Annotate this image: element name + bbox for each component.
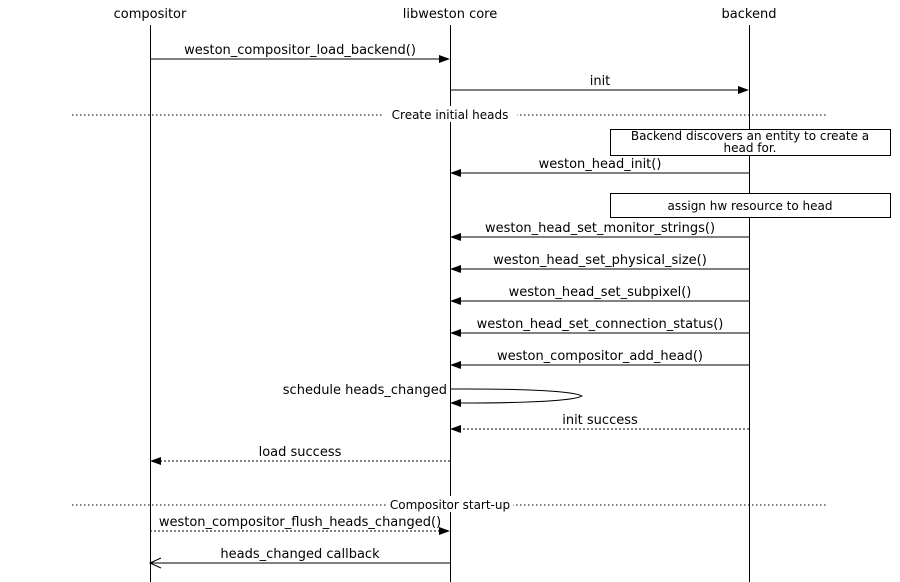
message-label: weston_head_init() bbox=[539, 157, 662, 172]
message-label: weston_head_set_subpixel() bbox=[509, 285, 692, 300]
message-label: schedule heads_changed bbox=[283, 383, 447, 398]
message-label: weston_head_set_connection_status() bbox=[477, 317, 724, 332]
arrowhead-left-icon bbox=[450, 399, 461, 407]
message-label: load success bbox=[259, 445, 342, 460]
self-message-loop bbox=[449, 388, 584, 404]
message-schedule-heads-changed: schedule heads_changed bbox=[283, 383, 584, 407]
message-init: init bbox=[450, 74, 749, 94]
divider-label: Compositor start-up bbox=[390, 498, 510, 512]
arrowhead-left-icon bbox=[450, 329, 461, 337]
divider-label-bg bbox=[383, 106, 517, 122]
arrowhead-left-icon bbox=[450, 265, 461, 273]
message-label: weston_compositor_flush_heads_changed() bbox=[159, 515, 441, 530]
actor-libweston-core: libweston core bbox=[403, 7, 497, 582]
note-box bbox=[610, 193, 891, 218]
message-label: init bbox=[590, 74, 611, 89]
divider-label: Create initial heads bbox=[392, 108, 509, 122]
message-weston-head-set-subpixel: weston_head_set_subpixel() bbox=[450, 285, 749, 305]
arrowhead-left-icon bbox=[450, 169, 461, 177]
divider-create-initial-heads: Create initial heads bbox=[72, 106, 827, 122]
open-arrowhead-left-icon bbox=[148, 557, 162, 569]
actor-backend: backend bbox=[722, 7, 777, 582]
arrowhead-right-icon bbox=[738, 86, 749, 94]
message-label: weston_compositor_load_backend() bbox=[184, 43, 416, 58]
arrowhead-right-icon bbox=[439, 55, 450, 63]
note-backend-discovers-entity: Backend discovers an entity to create a … bbox=[610, 129, 891, 156]
message-weston-head-init: weston_head_init() bbox=[450, 157, 749, 177]
divider-compositor-start-up: Compositor start-up bbox=[72, 496, 827, 512]
message-weston-head-set-monitor-strings: weston_head_set_monitor_strings() bbox=[450, 221, 749, 241]
note-assign-hw-resource: assign hw resource to head bbox=[610, 193, 891, 218]
arrowhead-left-icon bbox=[450, 425, 461, 433]
arrowhead-right-icon bbox=[439, 527, 450, 535]
actor-label-compositor: compositor bbox=[114, 7, 187, 22]
note-text-line: head for. bbox=[724, 141, 777, 155]
actor-label-backend: backend bbox=[722, 7, 777, 22]
message-heads-changed-callback: heads_changed callback bbox=[148, 547, 450, 569]
arrowhead-left-icon bbox=[150, 457, 161, 465]
arrowhead-left-icon bbox=[450, 361, 461, 369]
note-text-line: Backend discovers an entity to create a bbox=[631, 129, 869, 143]
message-label: init success bbox=[562, 413, 638, 428]
message-label: heads_changed callback bbox=[220, 547, 380, 562]
note-text-line: assign hw resource to head bbox=[668, 199, 833, 213]
actor-label-libweston-core: libweston core bbox=[403, 7, 497, 22]
message-label: weston_head_set_monitor_strings() bbox=[485, 221, 715, 236]
arrowhead-left-icon bbox=[450, 233, 461, 241]
message-init-success: init success bbox=[450, 413, 749, 433]
message-weston-head-set-physical-size: weston_head_set_physical_size() bbox=[450, 253, 749, 273]
message-weston-compositor-flush-heads-changed: weston_compositor_flush_heads_changed() bbox=[150, 515, 450, 535]
message-weston-head-set-connection-status: weston_head_set_connection_status() bbox=[450, 317, 749, 337]
message-weston-compositor-add-head: weston_compositor_add_head() bbox=[450, 349, 749, 369]
actor-compositor: compositor bbox=[114, 7, 187, 582]
arrowhead-left-icon bbox=[450, 297, 461, 305]
note-box bbox=[610, 129, 891, 156]
message-load-success: load success bbox=[150, 445, 450, 465]
message-weston-compositor-load-backend: weston_compositor_load_backend() bbox=[150, 43, 450, 63]
message-label: weston_head_set_physical_size() bbox=[493, 253, 707, 268]
divider-label-bg bbox=[387, 496, 513, 512]
message-label: weston_compositor_add_head() bbox=[497, 349, 703, 364]
